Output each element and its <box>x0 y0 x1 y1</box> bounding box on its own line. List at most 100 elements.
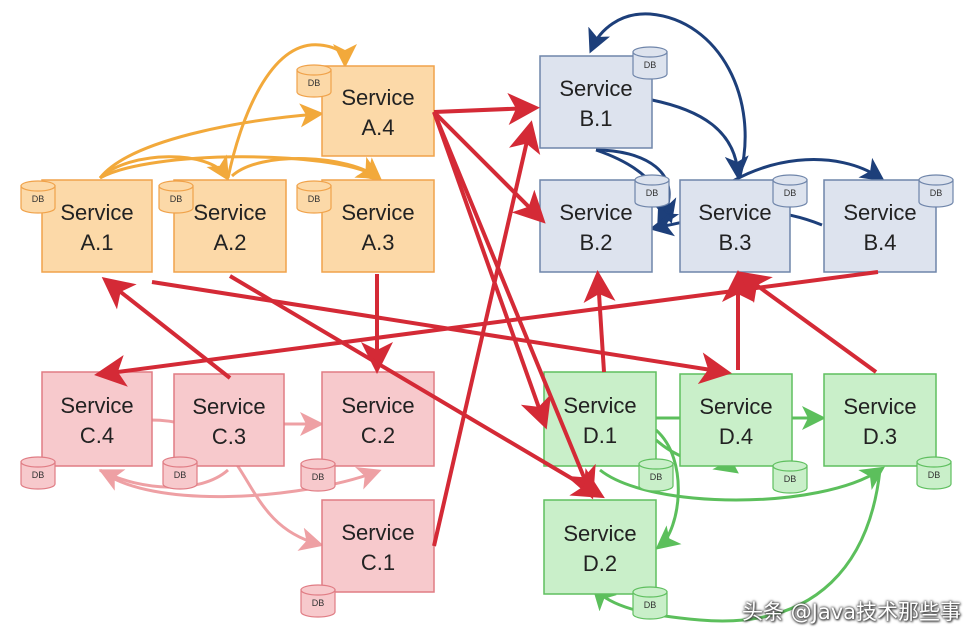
service-box-d4 <box>679 373 793 467</box>
service-word: Service <box>559 76 632 101</box>
service-id: C.2 <box>361 423 395 448</box>
service-word: Service <box>843 394 916 419</box>
arrow-d3-b3 <box>737 271 878 374</box>
service-box-d1 <box>543 371 657 467</box>
service-word: Service <box>698 200 771 225</box>
service-word: Service <box>699 394 772 419</box>
arrow-d1-d2 <box>654 428 682 550</box>
arrow-a1-a3 <box>99 155 382 180</box>
db-label: DB <box>32 470 45 480</box>
database-icon: DB <box>158 180 194 214</box>
database-icon: DB <box>296 64 332 98</box>
service-word: Service <box>60 200 133 225</box>
arrow-a4-b1 <box>433 92 540 125</box>
service-word: Service <box>341 520 414 545</box>
database-icon: DB <box>296 180 332 214</box>
db-label: DB <box>174 470 187 480</box>
service-word: Service <box>192 394 265 419</box>
database-icon: DB <box>20 180 56 214</box>
db-label: DB <box>312 598 325 608</box>
db-label: DB <box>644 60 657 70</box>
service-word: Service <box>341 85 414 110</box>
arrow-a2-a4 <box>226 43 357 179</box>
service-id: A.2 <box>213 230 246 255</box>
service-id: D.2 <box>583 551 617 576</box>
service-id: D.3 <box>863 424 897 449</box>
arrow-b3-b1 <box>588 12 747 177</box>
database-icon: DB <box>632 586 668 620</box>
service-word: Service <box>843 200 916 225</box>
arrow-a1-a2 <box>98 154 230 182</box>
service-id: D.4 <box>719 424 753 449</box>
group-b-arrows <box>588 12 885 237</box>
arrow-c3-a1 <box>101 277 232 380</box>
db-label: DB <box>928 470 941 480</box>
db-label: DB <box>32 194 45 204</box>
database-icon: DB <box>300 458 336 492</box>
arrow-a1-d4 <box>151 280 732 385</box>
service-box-c3 <box>173 373 285 467</box>
db-label: DB <box>784 474 797 484</box>
database-icon: DB <box>632 46 668 80</box>
service-id: C.3 <box>212 424 246 449</box>
db-label: DB <box>650 472 663 482</box>
arrow-a2-a3 <box>230 157 383 182</box>
service-id: D.1 <box>583 423 617 448</box>
database-icon: DB <box>772 460 808 494</box>
service-box-c4 <box>41 371 153 467</box>
service-box-b4 <box>823 179 937 273</box>
service-box-a4 <box>321 65 435 157</box>
database-icon: DB <box>162 456 198 490</box>
arrow-a4-d1 <box>432 111 552 430</box>
arrow-a1-a4 <box>98 103 324 179</box>
service-word: Service <box>341 393 414 418</box>
arrow-b1-b3 <box>651 98 749 180</box>
arrow-a4-b2 <box>432 110 546 224</box>
database-icon: DB <box>772 174 808 208</box>
service-word: Service <box>193 200 266 225</box>
db-label: DB <box>308 194 321 204</box>
service-id: B.3 <box>718 230 751 255</box>
service-box-b3 <box>679 179 791 273</box>
service-id: B.4 <box>863 230 896 255</box>
arrow-d3-d2 <box>591 469 882 623</box>
service-word: Service <box>563 521 636 546</box>
service-word: Service <box>60 393 133 418</box>
arrow-b1-b2 <box>595 148 680 230</box>
database-icon: DB <box>20 456 56 490</box>
db-label: DB <box>646 188 659 198</box>
service-box-a3 <box>321 179 435 273</box>
database-icon: DB <box>638 458 674 492</box>
service-word: Service <box>559 200 632 225</box>
service-word: Service <box>341 200 414 225</box>
arrow-d1-b2 <box>583 270 616 373</box>
service-id: A.4 <box>361 115 394 140</box>
db-label: DB <box>308 78 321 88</box>
service-box-b2 <box>539 179 653 273</box>
cross-service-arrows <box>94 92 879 547</box>
service-id: C.4 <box>80 423 114 448</box>
database-icon: DB <box>916 456 952 490</box>
db-label: DB <box>784 188 797 198</box>
arrow-a4-d2 <box>432 111 596 500</box>
arrow-a2-d2 <box>228 274 605 499</box>
db-label: DB <box>312 472 325 482</box>
arrow-c1-b1 <box>432 120 541 547</box>
watermark: 头条 @Java技术那些事 <box>741 600 961 624</box>
db-label: DB <box>644 600 657 610</box>
